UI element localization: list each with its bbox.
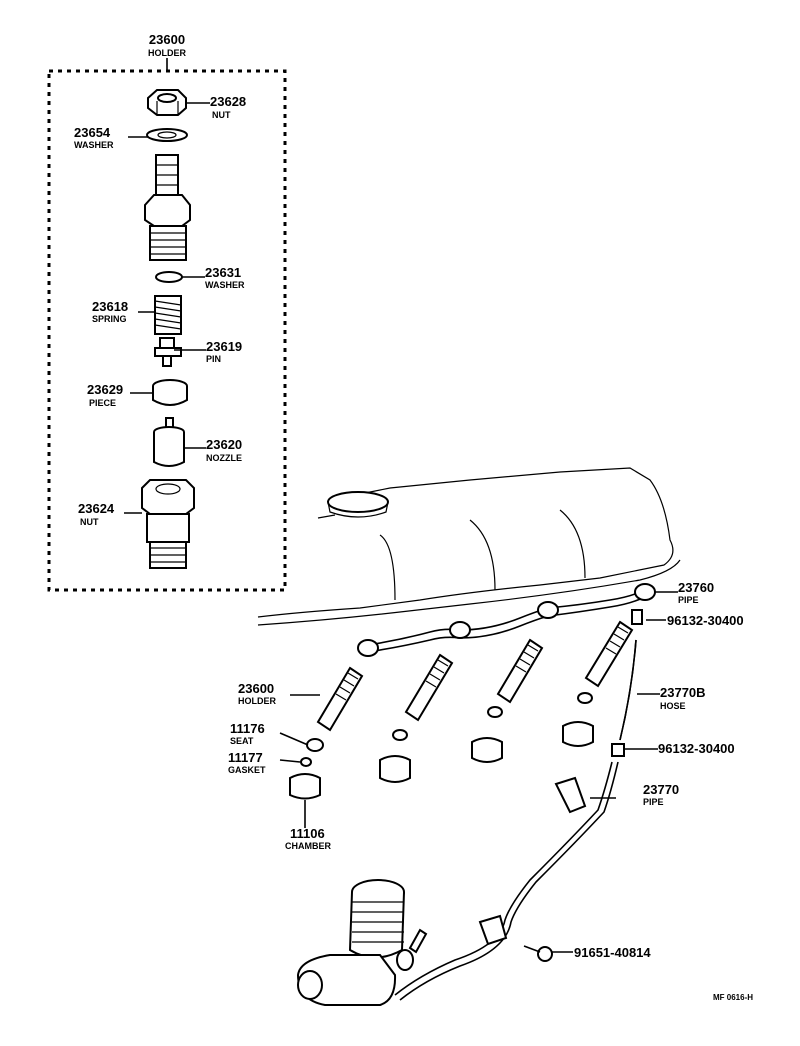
nut-bottom-part bbox=[141, 479, 195, 569]
callout-name-piece: PIECE bbox=[89, 398, 116, 408]
washer-mid-part bbox=[155, 271, 183, 283]
callout-name-hose: HOSE bbox=[660, 701, 686, 711]
callout-number-nut-bottom: 23624 bbox=[78, 501, 115, 516]
callout-number-seat: 11176 bbox=[230, 721, 265, 736]
holder-box-label: HOLDER bbox=[148, 48, 187, 58]
nozzle-part bbox=[153, 417, 185, 467]
callout-number-hose: 23770B bbox=[660, 685, 706, 700]
callout-number-piece: 23629 bbox=[87, 382, 123, 397]
callout-name-nut-bottom: NUT bbox=[80, 517, 99, 527]
callout-number-nut-top: 23628 bbox=[210, 94, 246, 109]
spring-part bbox=[154, 295, 182, 335]
callout-name-washer-top: WASHER bbox=[74, 140, 114, 150]
holder-body-part bbox=[144, 154, 191, 261]
pin-part bbox=[154, 337, 182, 367]
holder-box-number: 23600 bbox=[149, 32, 185, 47]
callout-number-washer-top: 23654 bbox=[74, 125, 111, 140]
callout-number-clip-lower: 96132-30400 bbox=[658, 741, 735, 756]
nut-top-part bbox=[147, 89, 187, 116]
feed-pump bbox=[296, 879, 428, 1006]
callout-name-holder-assy: HOLDER bbox=[238, 696, 277, 706]
callout-name-nut-top: NUT bbox=[212, 110, 231, 120]
callout-name-pin: PIN bbox=[206, 354, 221, 364]
callout-number-pipe-leak: 23760 bbox=[678, 580, 714, 595]
callout-number-pin: 23619 bbox=[206, 339, 242, 354]
callout-name-washer-mid: WASHER bbox=[205, 280, 245, 290]
callout-number-washer-mid: 23631 bbox=[205, 265, 241, 280]
callout-number-clip-upper: 96132-30400 bbox=[667, 613, 744, 628]
callout-number-bolt: 91651-40814 bbox=[574, 945, 651, 960]
callout-name-gasket: GASKET bbox=[228, 765, 266, 775]
callout-name-nozzle: NOZZLE bbox=[206, 453, 242, 463]
callout-name-pipe-leak: PIPE bbox=[678, 595, 699, 605]
callout-number-chamber: 11106 bbox=[290, 826, 325, 841]
figure-code: MF 0616-H bbox=[713, 993, 753, 1002]
callout-number-holder-assy: 23600 bbox=[238, 681, 274, 696]
callout-name-pipe-return: PIPE bbox=[643, 797, 664, 807]
callout-number-pipe-return: 23770 bbox=[643, 782, 679, 797]
callout-number-gasket: 11177 bbox=[228, 750, 263, 765]
head-cover bbox=[257, 467, 681, 626]
holder-exploded-box: 23600 HOLDER bbox=[47, 32, 287, 592]
callout-name-chamber: CHAMBER bbox=[285, 841, 331, 851]
callout-name-spring: SPRING bbox=[92, 314, 127, 324]
callout-name-seat: SEAT bbox=[230, 736, 254, 746]
injector-assemblies bbox=[316, 620, 634, 732]
washer-top-part bbox=[146, 128, 188, 142]
piece-part bbox=[152, 379, 188, 406]
chambers bbox=[289, 692, 594, 800]
callout-number-spring: 23618 bbox=[92, 299, 128, 314]
callout-number-nozzle: 23620 bbox=[206, 437, 242, 452]
